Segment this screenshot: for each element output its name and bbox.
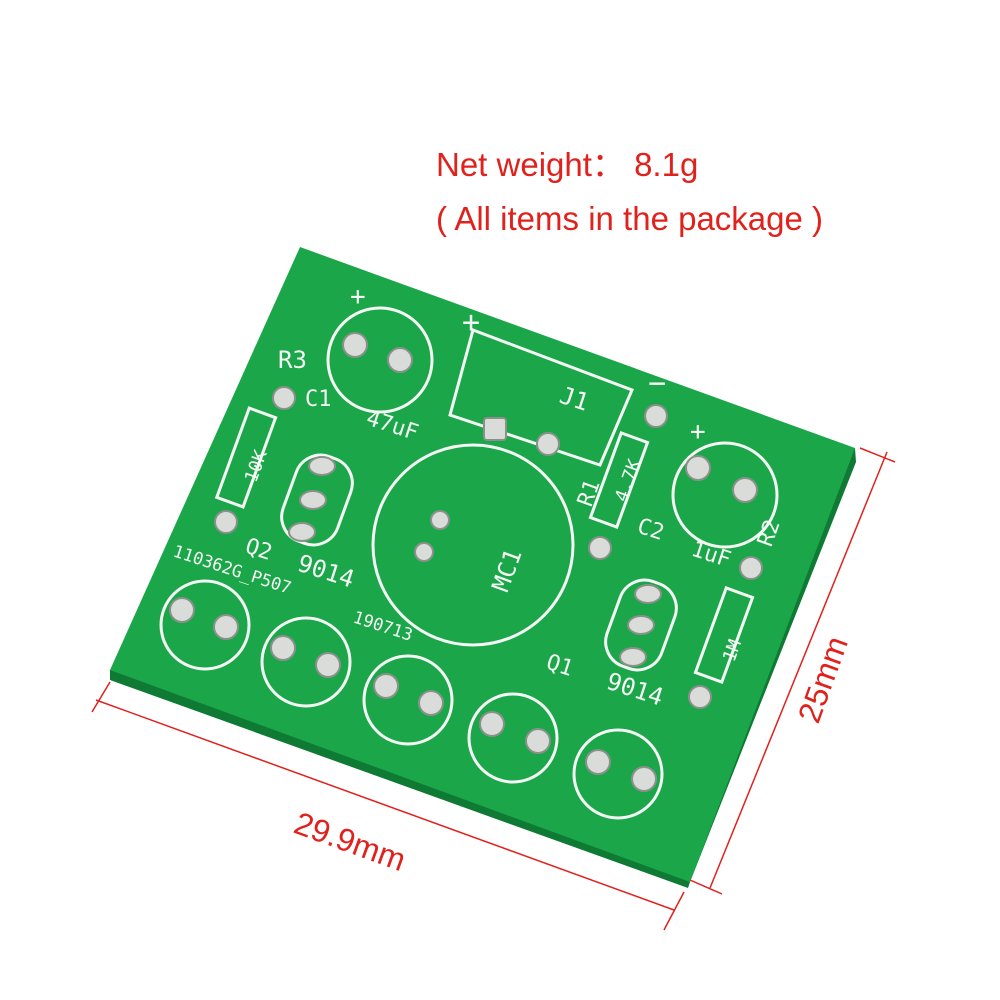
pad <box>214 510 238 534</box>
silkscreen <box>159 306 779 820</box>
solder-pads <box>169 332 763 792</box>
pad <box>627 615 655 635</box>
led-outline-1 <box>159 579 251 671</box>
pad <box>315 652 341 678</box>
height-dimension-label: 25mm <box>791 632 855 728</box>
r-10k-outline <box>214 406 278 509</box>
pad <box>213 614 239 640</box>
pad <box>430 510 450 530</box>
height-tick-bottom <box>689 879 723 895</box>
q1-outline <box>604 578 678 672</box>
dimension-lines <box>91 447 896 931</box>
net-weight-caption: Net weight： 8.1g <box>436 146 699 183</box>
pad <box>169 597 195 623</box>
q2-outline <box>280 453 354 547</box>
pad <box>585 749 611 775</box>
pad <box>288 522 316 542</box>
label-c1: C1 <box>305 387 332 412</box>
width-tick-left <box>91 681 111 713</box>
pad <box>270 635 296 661</box>
label-r3: R3 <box>278 346 307 374</box>
c1-outline <box>326 306 434 414</box>
width-tick-right <box>663 891 685 931</box>
pad <box>272 386 296 410</box>
r-47k-outline <box>588 431 650 529</box>
width-dimension-label: 29.9mm <box>290 805 411 878</box>
led-outline-5 <box>572 728 664 820</box>
j1-outline <box>448 328 634 467</box>
r-1m-outline <box>693 586 755 684</box>
label-plus-c2: + <box>690 417 706 447</box>
pad <box>373 673 399 699</box>
c2-outline <box>671 441 779 549</box>
pad <box>631 766 657 792</box>
pad <box>644 404 668 428</box>
pad <box>688 685 712 709</box>
label-minus-j1: − <box>648 366 666 401</box>
pad <box>685 455 711 481</box>
pad <box>418 690 444 716</box>
width-dimension-line <box>95 699 675 911</box>
mc1-outline <box>371 443 575 647</box>
pad <box>342 332 368 358</box>
pad <box>588 536 612 560</box>
pad <box>739 556 763 580</box>
pad <box>536 432 560 456</box>
pad <box>732 477 758 503</box>
led-outline-3 <box>362 654 454 746</box>
label-plus-j1: + <box>462 305 480 340</box>
pad <box>387 347 413 373</box>
pcb-board <box>110 247 855 882</box>
pad <box>299 490 327 510</box>
height-tick-top <box>859 447 896 463</box>
pad <box>525 728 551 754</box>
height-dimension-line <box>709 451 888 889</box>
pad <box>619 647 647 667</box>
pad <box>308 456 336 476</box>
package-note-caption: ( All items in the package ) <box>436 200 824 237</box>
pad <box>479 711 505 737</box>
pad <box>414 542 434 562</box>
pad <box>634 584 662 604</box>
pad-square <box>483 417 507 441</box>
label-plus-left: + <box>350 282 366 312</box>
led-outline-4 <box>467 692 559 784</box>
led-outline-2 <box>260 616 352 708</box>
